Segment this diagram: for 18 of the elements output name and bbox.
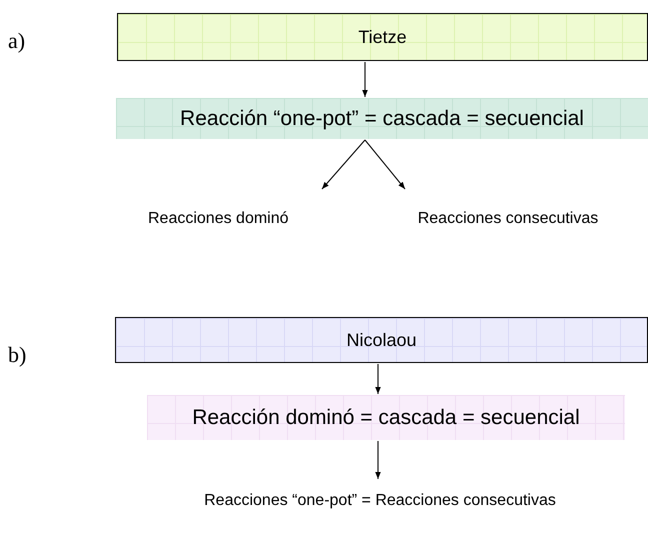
author-box [117, 13, 648, 61]
heading-text: Nicolaou [346, 330, 417, 350]
arrow [364, 140, 406, 190]
arrow [375, 440, 381, 480]
definition-band [116, 98, 648, 139]
term-text: Reacciones consecutivas [370, 190, 646, 228]
heading-text: Reacción dominó = cascada = secuencial [192, 406, 580, 430]
definition-band [147, 395, 625, 440]
panel-label: b) [8, 342, 26, 368]
heading-text: Reacción “one-pot” = cascada = secuencial [180, 106, 584, 130]
arrow [322, 140, 366, 190]
author-box [115, 317, 648, 363]
arrow [375, 364, 381, 394]
arrow [362, 62, 368, 98]
heading-text: Tietze [358, 26, 407, 48]
panel-label: a) [8, 28, 26, 54]
term-text: Reacciones “one-pot” = Reacciones consecutivas [100, 480, 648, 510]
term-text: Reacciones dominó [118, 190, 340, 228]
